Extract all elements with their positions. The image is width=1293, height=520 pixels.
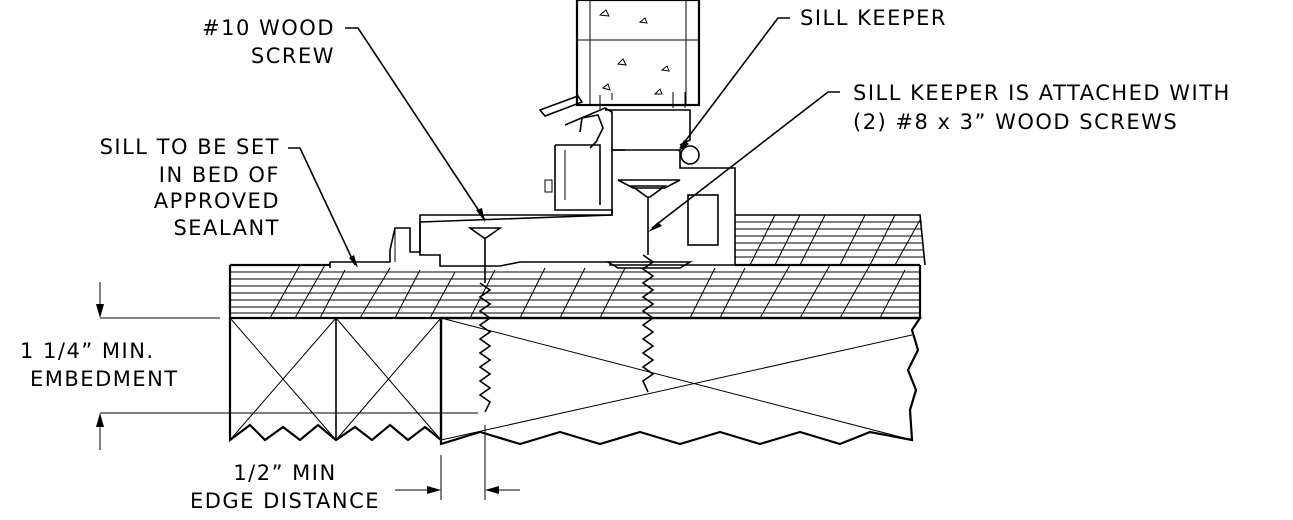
label-keeper-note-line2: (2) #8 x 3” WOOD SCREWS (853, 110, 1178, 134)
lower-framing (228, 316, 923, 446)
label-keeper-note-line1: SILL KEEPER IS ATTACHED WITH (853, 81, 1231, 105)
label-sill-line2: IN BED OF (159, 163, 280, 187)
glass-unit (575, 0, 701, 107)
label-sill-line1: SILL TO BE SET (100, 135, 280, 159)
annotation-labels: #10 WOOD SCREW SILL KEEPER SILL KEEPER I… (20, 6, 1231, 513)
wood-screw-8 (629, 185, 668, 393)
wood-substrate (228, 263, 922, 320)
label-sill-line3: APPROVED (154, 189, 280, 213)
label-embedment-line1: 1 1/4” MIN. (20, 339, 155, 363)
leaders (288, 17, 840, 268)
label-sill-keeper: SILL KEEPER (800, 6, 947, 30)
label-sill-line4: SEALANT (173, 216, 280, 240)
label-screw10-line1: #10 WOOD (202, 16, 335, 40)
edge-distance-dimension (395, 425, 520, 500)
label-screw10-line2: SCREW (251, 44, 335, 68)
upper-blocking (735, 214, 926, 266)
wood-screw-10 (467, 227, 503, 413)
sill-keeper-block (419, 145, 736, 269)
label-edge-line1: 1/2” MIN (233, 461, 336, 485)
label-embedment-line2: EMBEDMENT (30, 367, 179, 391)
embedment-dimension (96, 282, 478, 450)
label-edge-line2: EDGE DISTANCE (190, 489, 380, 513)
